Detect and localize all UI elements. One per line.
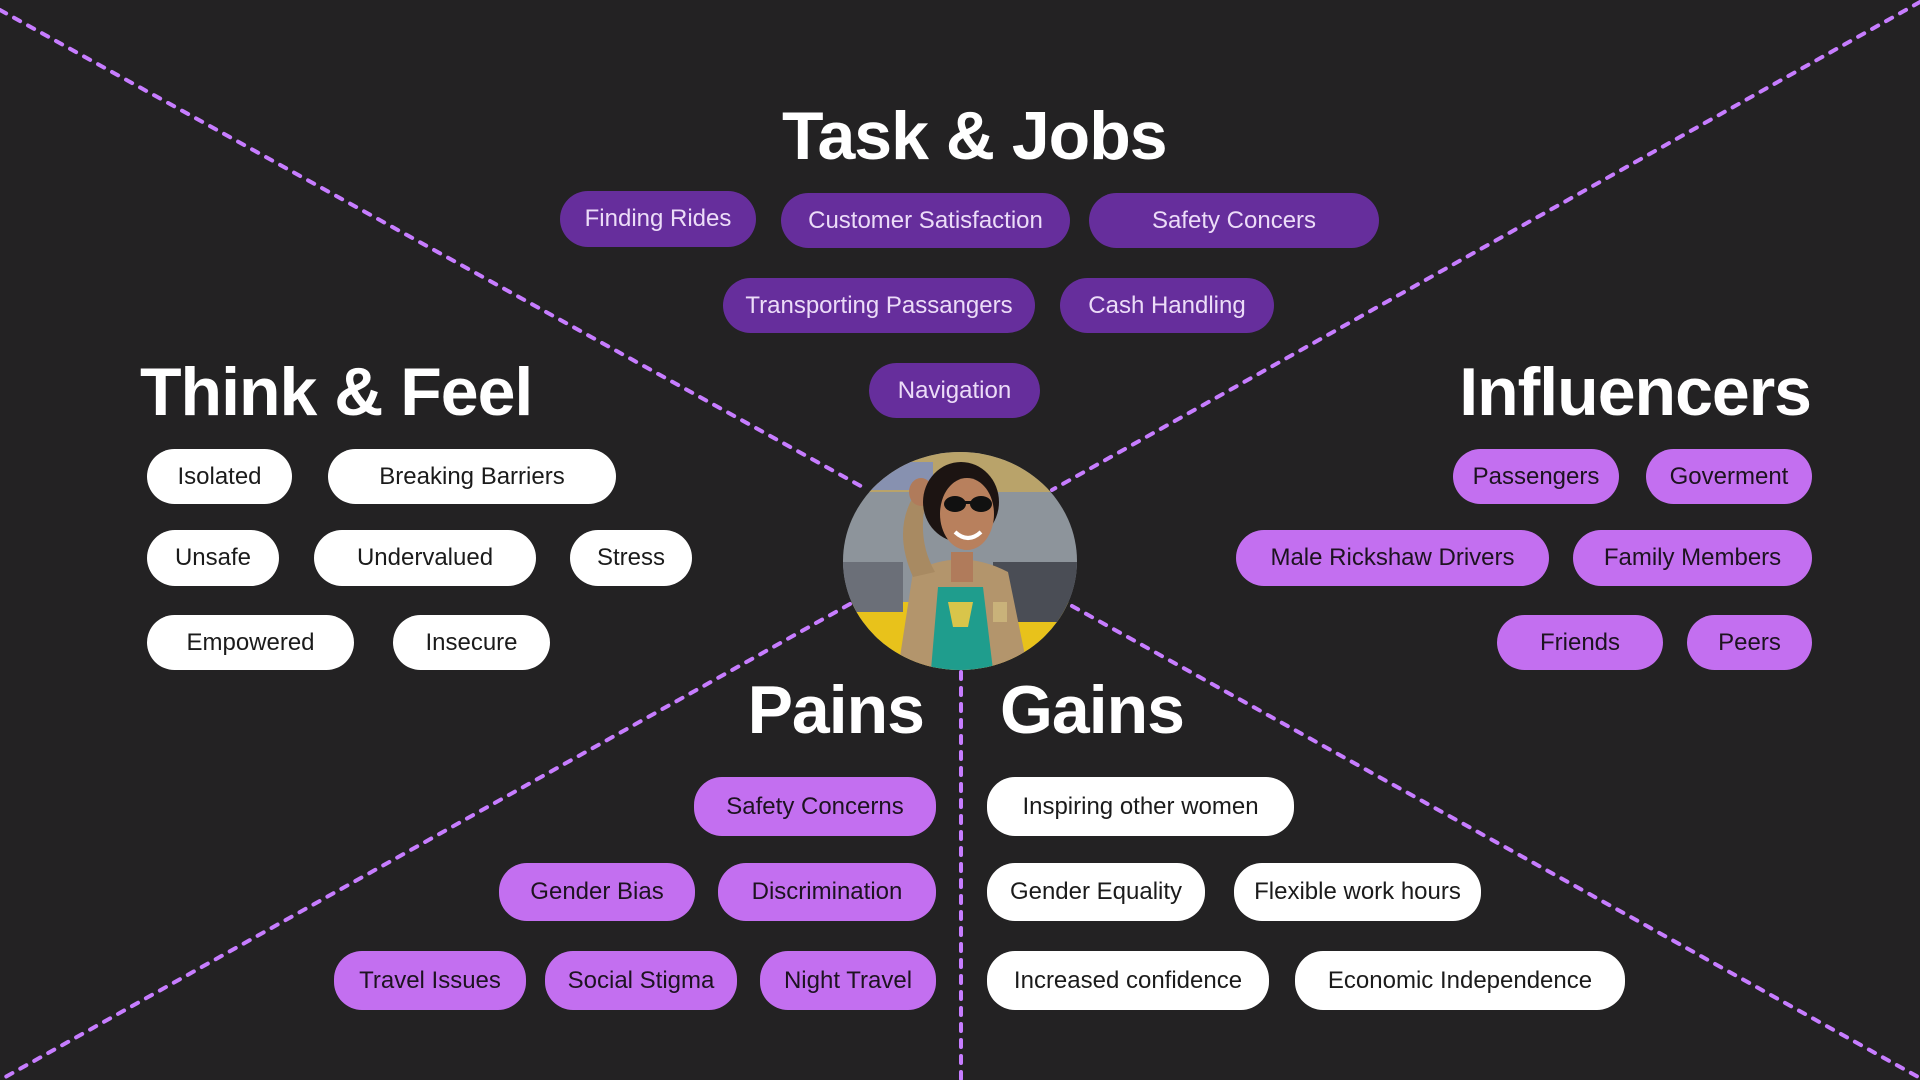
divider-top-left [0, 8, 870, 492]
divider-top-right [1050, 0, 1920, 492]
feel-pill-undervalued: Undervalued [314, 530, 536, 586]
task-pill-navigation: Navigation [869, 363, 1040, 418]
influencer-pill-family-members: Family Members [1573, 530, 1812, 586]
pain-pill-night-travel: Night Travel [760, 951, 936, 1010]
task-pill-customer-satisfaction: Customer Satisfaction [781, 193, 1070, 248]
pain-pill-discrimination: Discrimination [718, 863, 936, 921]
influencer-pill-passengers: Passengers [1453, 449, 1619, 504]
influencer-pill-goverment: Goverment [1646, 449, 1812, 504]
task-jobs-title: Task & Jobs [782, 98, 1168, 174]
gains-title: Gains [1000, 672, 1185, 748]
task-pill-safety-concers: Safety Concers [1089, 193, 1379, 248]
divider-bottom-right [1070, 604, 1920, 1080]
feel-pill-breaking-barriers: Breaking Barriers [328, 449, 616, 504]
influencers-title: Influencers [1459, 354, 1812, 430]
task-pill-transporting-passangers: Transporting Passangers [723, 278, 1035, 333]
task-pill-cash-handling: Cash Handling [1060, 278, 1274, 333]
gain-pill-inspiring-other-women: Inspiring other women [987, 777, 1294, 836]
pain-pill-gender-bias: Gender Bias [499, 863, 695, 921]
feel-pill-stress: Stress [570, 530, 692, 586]
feel-pill-insecure: Insecure [393, 615, 550, 670]
influencer-pill-peers: Peers [1687, 615, 1812, 670]
gain-pill-gender-equality: Gender Equality [987, 863, 1205, 921]
gain-pill-flexible-work-hours: Flexible work hours [1234, 863, 1481, 921]
pain-pill-social-stigma: Social Stigma [545, 951, 737, 1010]
persona-photo [843, 452, 1077, 670]
divider-bottom-left [0, 602, 852, 1080]
gain-pill-increased-confidence: Increased confidence [987, 951, 1269, 1010]
influencer-pill-male-rickshaw-drivers: Male Rickshaw Drivers [1236, 530, 1549, 586]
feel-pill-unsafe: Unsafe [147, 530, 279, 586]
feel-pill-isolated: Isolated [147, 449, 292, 504]
task-pill-finding-rides: Finding Rides [560, 191, 756, 247]
think-feel-title: Think & Feel [140, 354, 533, 430]
pain-pill-safety-concerns: Safety Concerns [694, 777, 936, 836]
pains-title: Pains [747, 672, 925, 748]
influencer-pill-friends: Friends [1497, 615, 1663, 670]
gain-pill-economic-independence: Economic Independence [1295, 951, 1625, 1010]
feel-pill-empowered: Empowered [147, 615, 354, 670]
pain-pill-travel-issues: Travel Issues [334, 951, 526, 1010]
